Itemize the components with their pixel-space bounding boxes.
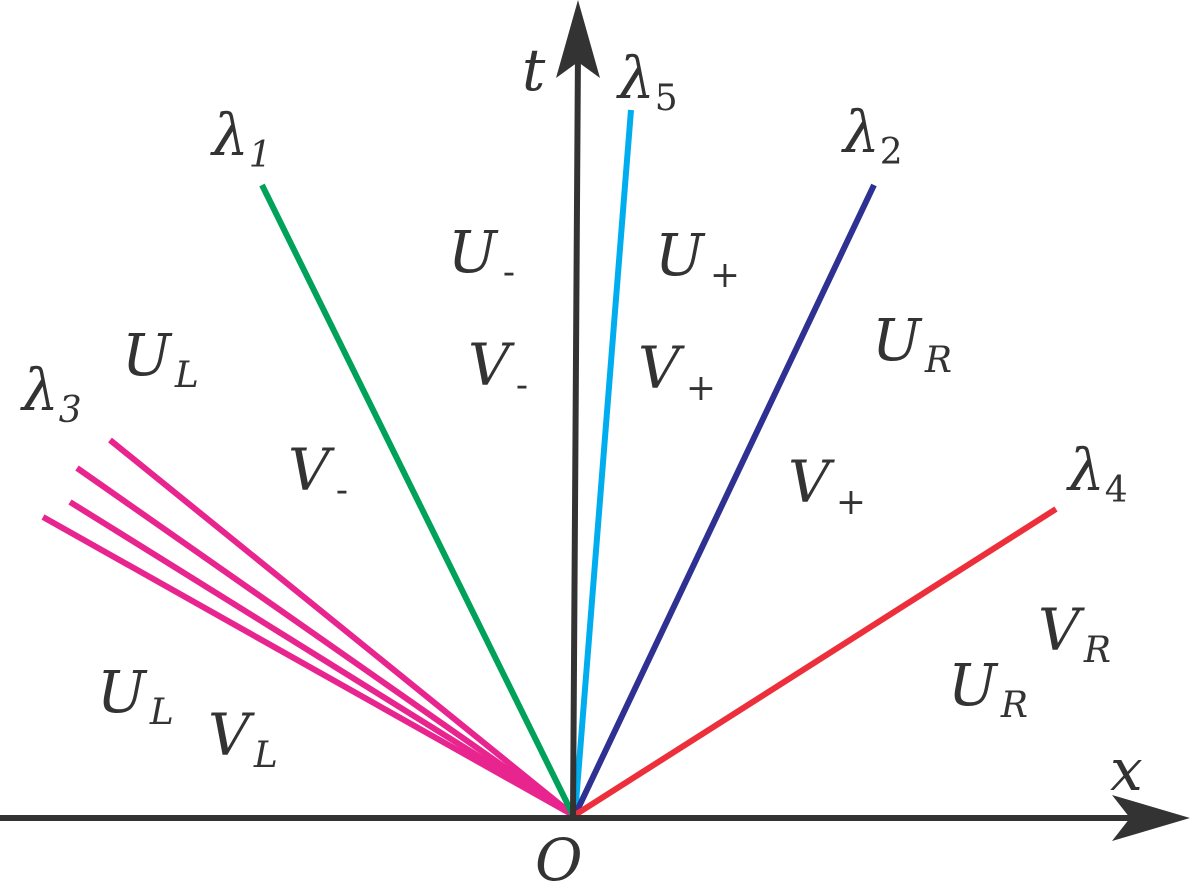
region-label-v-plus: V+ <box>638 334 716 409</box>
lambda3-ray <box>41 514 575 818</box>
lambda4-line <box>573 506 1058 818</box>
svg-text:V+: V+ <box>788 448 866 523</box>
svg-text:λ1: λ1 <box>210 101 272 176</box>
svg-text:UR: UR <box>948 651 1028 726</box>
origin-label: O <box>535 826 583 886</box>
svg-text:λ3: λ3 <box>20 356 82 431</box>
lambda1-line <box>259 183 576 817</box>
lambda5-line <box>572 109 634 816</box>
region-label-v-minus: V- <box>288 436 348 511</box>
lambda5-label: λ5 <box>616 44 678 119</box>
svg-text:VL: VL <box>208 701 278 776</box>
t-axis-label: t <box>522 36 546 104</box>
svg-text:V-: V- <box>468 331 528 406</box>
lambda2-label: λ2 <box>841 98 903 173</box>
lambda3-ray <box>75 465 575 818</box>
svg-text:UR: UR <box>872 306 952 381</box>
lambda3-ray <box>68 499 575 818</box>
lambda3-fan <box>41 437 575 818</box>
x-axis-label: x <box>1110 736 1143 804</box>
t-axis-arrowhead <box>556 0 600 78</box>
region-label-v-plus: V+ <box>788 448 866 523</box>
lambda4-label: λ4 <box>1066 436 1128 511</box>
lambda3-label: λ3 <box>20 356 82 431</box>
svg-text:λ2: λ2 <box>841 98 903 173</box>
svg-text:UL: UL <box>97 658 174 733</box>
svg-text:U+: U+ <box>655 221 740 296</box>
svg-text:VR: VR <box>1038 596 1111 671</box>
region-label-u-plus: U+ <box>655 221 740 296</box>
region-label-u-minus: U- <box>448 218 515 293</box>
svg-text:V-: V- <box>288 436 348 511</box>
svg-text:UL: UL <box>122 321 199 396</box>
svg-text:V+: V+ <box>638 334 716 409</box>
region-label-v-minus: V- <box>468 331 528 406</box>
svg-text:λ5: λ5 <box>616 44 678 119</box>
lambda2-line <box>572 183 877 817</box>
svg-text:λ4: λ4 <box>1066 436 1128 511</box>
t-axis <box>570 49 581 819</box>
svg-text:U-: U- <box>448 218 515 293</box>
x-axis-arrowhead <box>1112 795 1190 841</box>
lambda3-ray <box>108 437 575 818</box>
lambda1-label: λ1 <box>210 101 272 176</box>
